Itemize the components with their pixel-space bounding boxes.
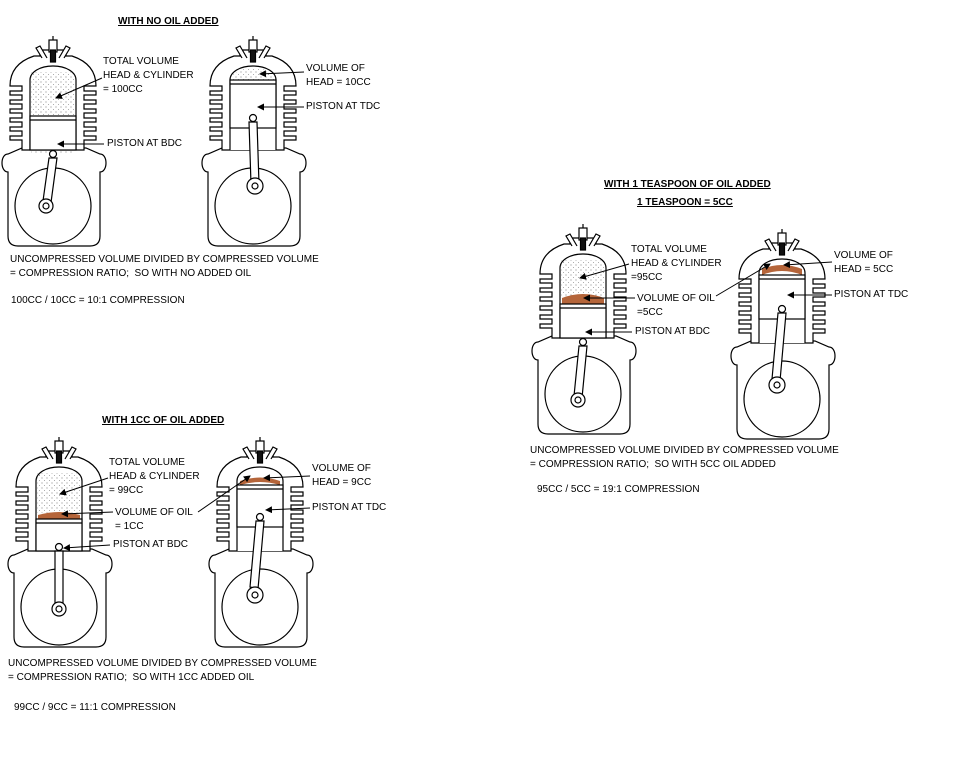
label-piston-tdc: PISTON AT TDC — [312, 502, 387, 513]
arrow-head-volume — [783, 261, 833, 269]
arrow-oil-tdc — [197, 475, 251, 513]
label-piston-bdc: PISTON AT BDC — [113, 539, 189, 550]
arrow-piston-bdc — [63, 544, 111, 552]
label-oil-volume-1cc: VOLUME OF OIL = 1CC — [115, 507, 193, 532]
label-total-volume-95: TOTAL VOLUME HEAD & CYLINDER =95CC — [631, 244, 722, 283]
arrow-head-volume — [263, 474, 311, 482]
oil-layer — [762, 265, 802, 275]
engine-one-cc-tdc — [208, 436, 314, 648]
label-total-volume-99: TOTAL VOLUME HEAD & CYLINDER = 99CC — [109, 457, 200, 496]
result-one-cc: 99CC / 9CC = 11:1 COMPRESSION — [14, 702, 176, 713]
heading-one-cc: WITH 1CC OF OIL ADDED — [102, 415, 225, 426]
label-head-volume-10: VOLUME OF HEAD = 10CC — [306, 63, 371, 88]
label-piston-bdc: PISTON AT BDC — [635, 326, 711, 337]
engine-teaspoon-tdc — [730, 228, 836, 440]
piston — [559, 303, 607, 408]
result-teaspoon: 95CC / 5CC = 19:1 COMPRESSION — [537, 484, 700, 495]
label-total-volume-100: TOTAL VOLUME HEAD & CYLINDER = 100CC — [103, 56, 194, 95]
arrow-total-volume — [55, 77, 103, 99]
piston — [758, 274, 806, 394]
label-piston-tdc: PISTON AT TDC — [306, 101, 381, 112]
explanation-no-oil: UNCOMPRESSED VOLUME DIVIDED BY COMPRESSE… — [10, 254, 319, 279]
arrow-oil-volume — [61, 510, 114, 518]
arrow-piston-tdc — [265, 506, 311, 514]
piston — [35, 518, 83, 617]
result-no-oil: 100CC / 10CC = 10:1 COMPRESSION — [11, 295, 185, 306]
heading-no-oil: WITH NO OIL ADDED — [118, 16, 219, 27]
explanation-one-cc: UNCOMPRESSED VOLUME DIVIDED BY COMPRESSE… — [8, 658, 317, 683]
label-head-volume-5: VOLUME OF HEAD = 5CC — [834, 250, 894, 275]
arrow-total-volume — [579, 263, 630, 280]
arrow-oil-tdc — [715, 263, 771, 297]
piston — [29, 115, 77, 214]
engine-no-oil-bdc — [1, 35, 107, 247]
label-piston-bdc: PISTON AT BDC — [107, 138, 183, 149]
piston — [229, 79, 277, 195]
label-piston-tdc: PISTON AT TDC — [834, 289, 909, 300]
piston — [236, 484, 284, 604]
label-head-volume-9: VOLUME OF HEAD = 9CC — [312, 463, 372, 488]
arrow-total-volume — [59, 477, 109, 496]
engine-one-cc-bdc — [7, 436, 113, 648]
label-oil-volume-5cc: VOLUME OF OIL =5CC — [637, 293, 715, 318]
arrow-head-volume — [259, 70, 305, 78]
heading-teaspoon: WITH 1 TEASPOON OF OIL ADDED — [604, 179, 771, 190]
explanation-teaspoon: UNCOMPRESSED VOLUME DIVIDED BY COMPRESSE… — [530, 445, 839, 470]
subheading-teaspoon: 1 TEASPOON = 5CC — [637, 197, 733, 208]
